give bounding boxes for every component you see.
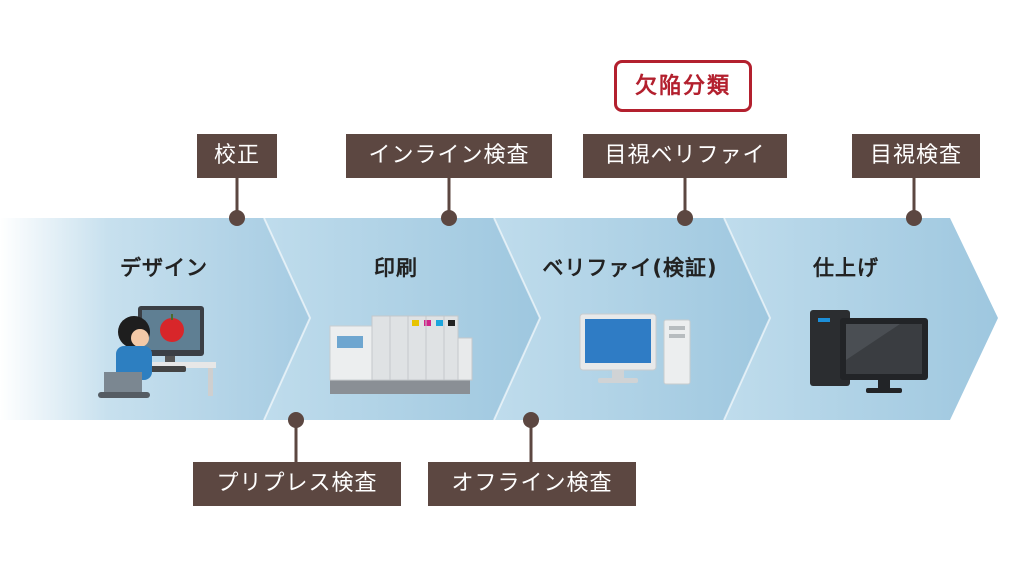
label-inline-inspection: インライン検査 (346, 134, 552, 178)
stage-title-design: デザイン (120, 256, 208, 280)
verification-computer-illustration (579, 313, 691, 385)
connector-proof (229, 178, 245, 226)
connector-prepress (288, 412, 304, 462)
connector-offline (523, 412, 539, 462)
connector-visual-inspection (906, 178, 922, 226)
defect-classification-badge: 欠陥分類 (614, 60, 752, 112)
designer-illustration (98, 306, 216, 398)
connector-visual-verify (677, 178, 693, 226)
finishing-computer-illustration (810, 310, 928, 393)
label-offline-inspection: オフライン検査 (428, 462, 636, 506)
label-visual-inspection: 目視検査 (852, 134, 980, 178)
stage-title-finish: 仕上げ (813, 256, 879, 280)
stage-title-print: 印刷 (374, 256, 418, 280)
stage-title-verify: ベリファイ(検証) (542, 256, 718, 280)
label-visual-verify: 目視ベリファイ (583, 134, 787, 178)
connector-inline (441, 178, 457, 226)
label-prepress-inspection: プリプレス検査 (193, 462, 401, 506)
label-proof: 校正 (197, 134, 277, 178)
printing-press-illustration (329, 315, 473, 394)
